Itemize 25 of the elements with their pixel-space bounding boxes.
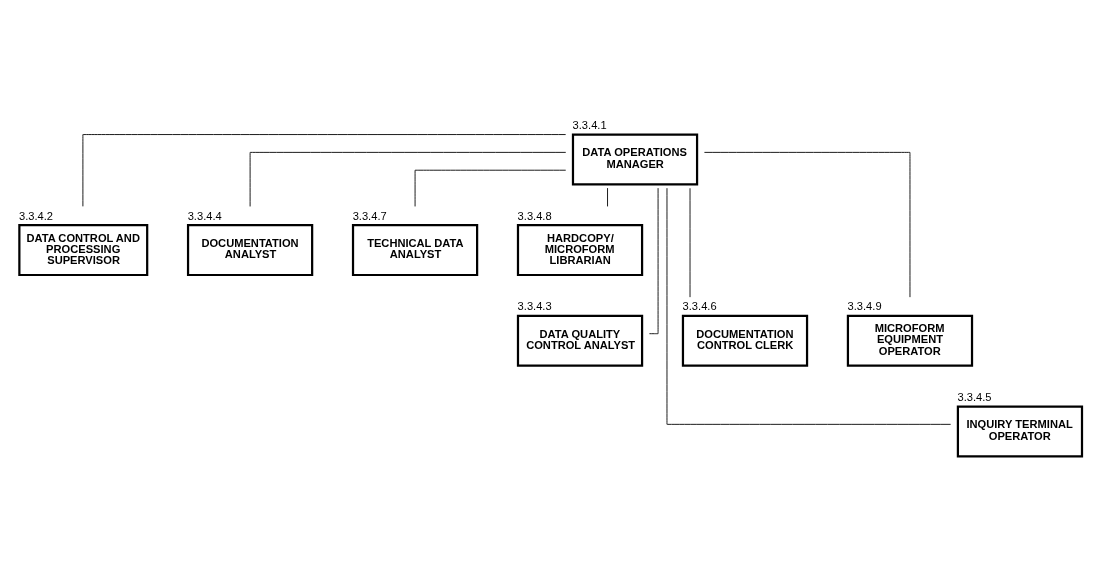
- node-label: 3.3.4.9: [847, 300, 882, 313]
- node-box: DATA OPERATIONS MANAGER: [571, 133, 699, 186]
- node-label: 3.3.4.4: [187, 209, 222, 222]
- node-box: DATA QUALITY CONTROL ANALYST: [516, 314, 644, 367]
- node-label: 3.3.4.3: [517, 300, 552, 313]
- connector: [607, 187, 608, 207]
- node-box: DOCUMENTATION ANALYST: [186, 224, 314, 277]
- node-label: 3.3.4.6: [682, 300, 717, 313]
- connector: [703, 151, 911, 298]
- node-label: 3.3.4.5: [957, 390, 992, 403]
- node-box: DATA CONTROL AND PROCESSING SUPERVISOR: [18, 224, 149, 277]
- node-box: TECHNICAL DATA ANALYST: [351, 224, 479, 277]
- connector: [414, 169, 567, 207]
- node-label: 3.3.4.7: [352, 209, 387, 222]
- connector: [648, 187, 659, 335]
- connector: [82, 134, 567, 207]
- node-label: 3.3.4.2: [19, 209, 54, 222]
- node-box: DOCUMENTATION CONTROL CLERK: [681, 314, 809, 367]
- node-box: HARDCOPY/ MICROFORM LIBRARIAN: [516, 224, 644, 277]
- connector: [249, 151, 567, 207]
- connector: [666, 187, 952, 425]
- node-label: 3.3.4.8: [517, 209, 552, 222]
- node-label: 3.3.4.1: [572, 118, 607, 131]
- node-box: INQUIRY TERMINAL OPERATOR: [956, 405, 1084, 458]
- node-box: MICROFORM EQUIPMENT OPERATOR: [846, 314, 974, 367]
